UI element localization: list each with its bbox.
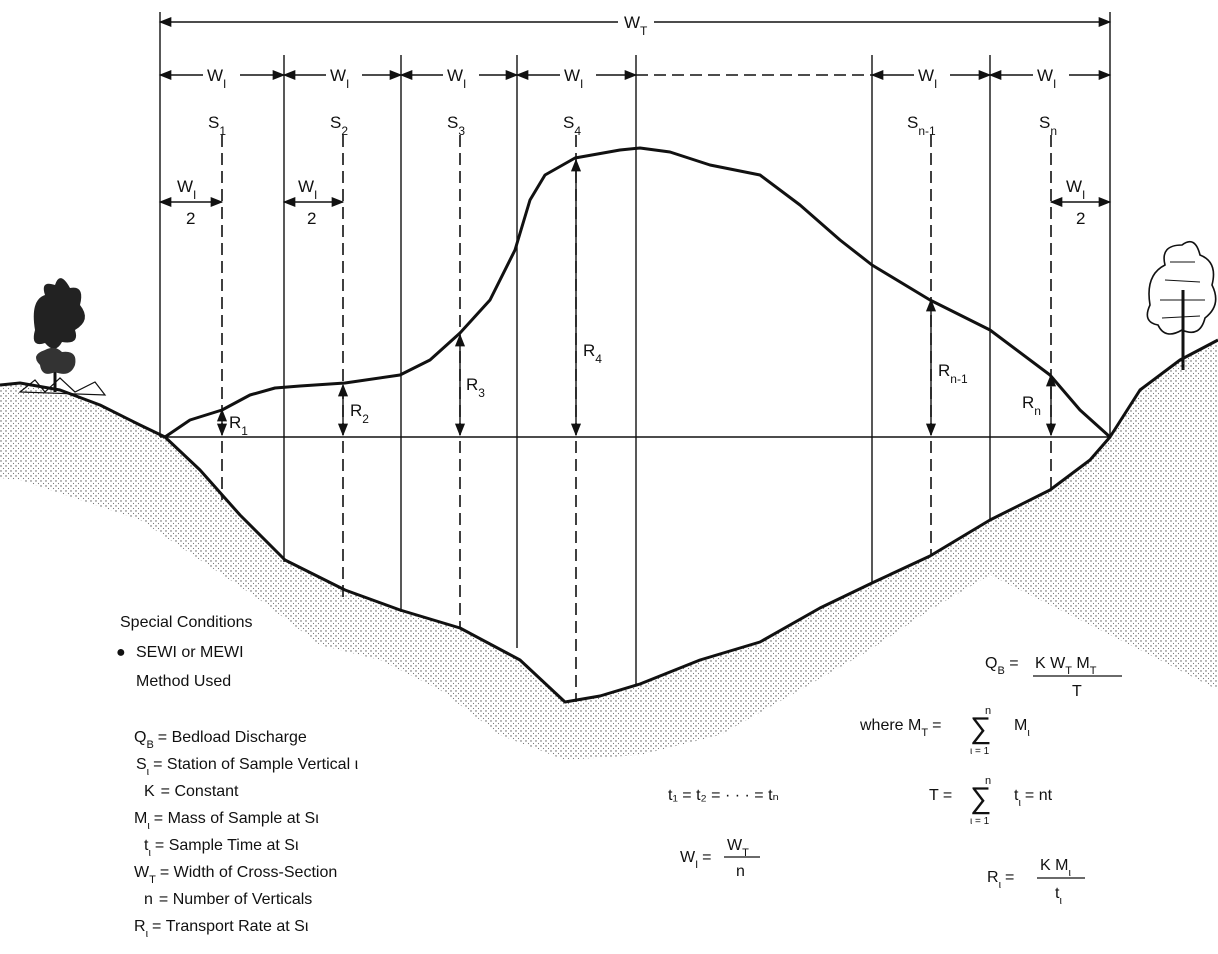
interval-width-dimensions: WI WI WI WI WI WI bbox=[158, 66, 1112, 91]
station-labels: S1 S2 S3 S4 Sn-1 Sn bbox=[208, 113, 1057, 138]
legend-row: Mι= Mass of Sample at Sι bbox=[134, 810, 319, 832]
svg-text:●: ● bbox=[116, 644, 126, 661]
svg-text:2: 2 bbox=[1076, 209, 1085, 228]
rate-label-n: Rn bbox=[1022, 393, 1041, 418]
tree-left-icon bbox=[18, 278, 107, 396]
svg-text:WI: WI bbox=[298, 177, 317, 202]
rate-labels: R1 R2 R3 R4 Rn-1 Rn bbox=[229, 341, 1041, 438]
legend-row: WT= Width of Cross-Section bbox=[134, 864, 337, 886]
special-conditions: Special Conditions ● SEWI or MEWI Method… bbox=[116, 614, 253, 690]
svg-text:T: T bbox=[1072, 683, 1082, 700]
svg-text:WI: WI bbox=[330, 66, 349, 91]
svg-text:where MT=: where MT= bbox=[859, 717, 941, 739]
bedload-equation: QB = K WT MT T bbox=[985, 655, 1122, 700]
rate-label-4: R4 bbox=[583, 341, 602, 366]
rate-label-3: R3 bbox=[466, 375, 485, 400]
transport-rate-equation: Rι= K Mι tι bbox=[987, 857, 1085, 907]
svg-text:WI: WI bbox=[564, 66, 583, 91]
rate-label-2: R2 bbox=[350, 401, 369, 426]
station-label-1: S1 bbox=[208, 113, 226, 138]
rate-label-n-1: Rn-1 bbox=[938, 361, 968, 386]
rate-arrows bbox=[216, 158, 1057, 437]
legend-row: QB= Bedload Discharge bbox=[134, 729, 307, 751]
svg-text:n: n bbox=[985, 705, 991, 717]
svg-text:Special Conditions: Special Conditions bbox=[120, 614, 253, 631]
svg-text:ι = 1: ι = 1 bbox=[970, 746, 990, 757]
time-total-equation: T = n ∑ ι = 1 tι= nt bbox=[929, 775, 1053, 827]
svg-text:Method Used: Method Used bbox=[136, 673, 231, 690]
half-width-dimensions: WI 2 WI 2 WI 2 bbox=[158, 177, 1112, 228]
legend-row: tι= Sample Time at Sι bbox=[144, 837, 299, 859]
svg-text:∑: ∑ bbox=[970, 782, 991, 815]
station-label-2: S2 bbox=[330, 113, 348, 138]
svg-text:WI: WI bbox=[918, 66, 937, 91]
svg-text:n: n bbox=[736, 863, 745, 880]
interval-width-equation: WI= WT n bbox=[680, 837, 760, 880]
svg-text:n: n bbox=[985, 775, 991, 787]
station-label-3: S3 bbox=[447, 113, 465, 138]
station-label-n: Sn bbox=[1039, 113, 1057, 138]
sample-time-equality: t₁ = t₂ = · · · = tₙ bbox=[668, 787, 779, 804]
tree-right-icon bbox=[1146, 240, 1217, 370]
svg-text:K Mι: K Mι bbox=[1040, 857, 1071, 879]
svg-text:ι = 1: ι = 1 bbox=[970, 816, 990, 827]
svg-text:T =: T = bbox=[929, 787, 952, 804]
svg-text:K WT MT: K WT MT bbox=[1035, 655, 1097, 677]
transport-rate-curve bbox=[164, 146, 1112, 439]
total-width-dimension: WT bbox=[158, 13, 1112, 38]
svg-text:WI: WI bbox=[1066, 177, 1085, 202]
svg-text:WI: WI bbox=[177, 177, 196, 202]
svg-text:tι= nt: tι= nt bbox=[1014, 787, 1053, 809]
svg-text:SEWI or MEWI: SEWI or MEWI bbox=[136, 644, 244, 661]
svg-text:WI: WI bbox=[1037, 66, 1056, 91]
svg-text:Rι=: Rι= bbox=[987, 869, 1014, 891]
svg-text:tι: tι bbox=[1055, 885, 1062, 907]
station-label-n-1: Sn-1 bbox=[907, 113, 936, 138]
svg-text:WT: WT bbox=[727, 837, 749, 859]
svg-text:2: 2 bbox=[307, 209, 316, 228]
svg-text:WI: WI bbox=[207, 66, 226, 91]
station-label-4: S4 bbox=[563, 113, 581, 138]
rate-label-1: R1 bbox=[229, 413, 248, 438]
section-boundaries bbox=[159, 12, 1111, 684]
svg-text:WI=: WI= bbox=[680, 849, 712, 871]
svg-text:∑: ∑ bbox=[970, 712, 991, 745]
legend-row: Rι= Transport Rate at Sι bbox=[134, 918, 309, 940]
legend-row: K= Constant bbox=[144, 783, 239, 800]
svg-text:WI: WI bbox=[447, 66, 466, 91]
svg-text:QB =: QB = bbox=[985, 655, 1019, 677]
svg-text:2: 2 bbox=[186, 209, 195, 228]
total-width-label: WT bbox=[624, 13, 648, 38]
legend-row: n= Number of Verticals bbox=[144, 891, 312, 908]
svg-text:Mι: Mι bbox=[1014, 717, 1030, 739]
mass-total-equation: where MT= n ∑ ι = 1 Mι bbox=[859, 705, 1030, 757]
symbol-legend: QB= Bedload Discharge Sι= Station of Sam… bbox=[134, 729, 359, 940]
legend-row: Sι= Station of Sample Vertical ι bbox=[136, 756, 359, 778]
channel-bed-outline bbox=[0, 338, 1218, 704]
